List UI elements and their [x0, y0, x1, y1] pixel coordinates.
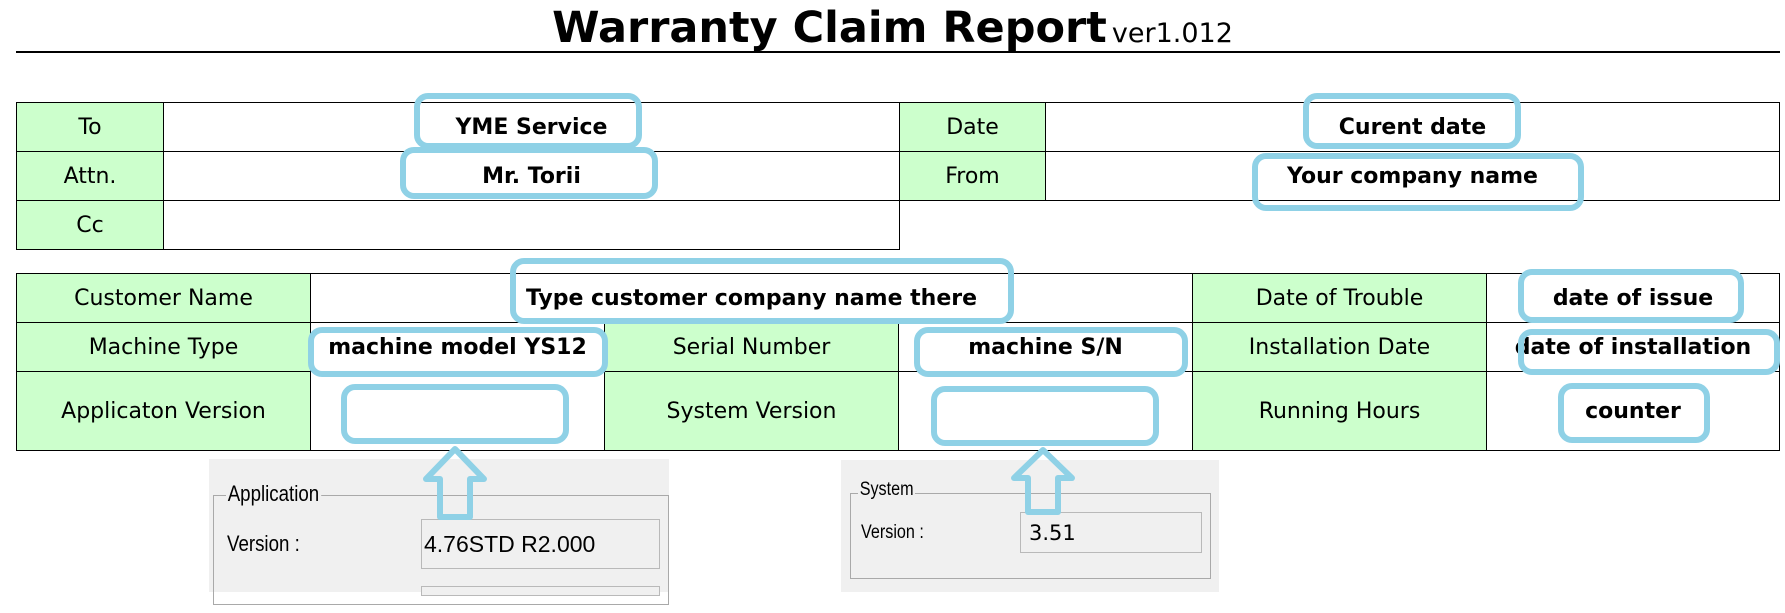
to-field[interactable]: YME Service	[163, 102, 900, 152]
system-version-label: System Version	[604, 371, 899, 451]
system-version-value: 3.51	[1020, 512, 1202, 553]
installation-date-field[interactable]: date of installation	[1486, 322, 1780, 372]
machine-type-label: Machine Type	[16, 322, 311, 372]
serial-number-label: Serial Number	[604, 322, 899, 372]
to-label: To	[16, 102, 164, 152]
application-version-label: Applicaton Version	[16, 371, 311, 451]
application-arrow-icon	[423, 446, 487, 520]
date-field[interactable]: Curent date	[1045, 102, 1780, 152]
from-field[interactable]: Your company name	[1045, 151, 1780, 201]
application-version-field[interactable]	[310, 371, 605, 451]
date-of-trouble-label: Date of Trouble	[1192, 273, 1487, 323]
application-version-label: Version :	[227, 531, 300, 556]
attn-label: Attn.	[16, 151, 164, 201]
customer-name-label: Customer Name	[16, 273, 311, 323]
application-next-field	[421, 586, 660, 596]
system-group-label: System	[858, 479, 916, 501]
system-arrow-icon	[1011, 447, 1075, 515]
application-version-snippet: Application Version : 4.76STD R2.000	[209, 459, 669, 605]
report-title: Warranty Claim Report ver1.012	[0, 2, 1785, 53]
application-version-value: 4.76STD R2.000	[421, 519, 660, 569]
machine-type-field[interactable]: machine model YS12	[310, 322, 605, 372]
report-version: ver1.012	[1111, 18, 1233, 49]
title-underline	[16, 51, 1780, 53]
running-hours-field[interactable]: counter	[1486, 371, 1780, 451]
installation-date-label: Installation Date	[1192, 322, 1487, 372]
serial-number-field[interactable]: machine S/N	[898, 322, 1193, 372]
report-title-text: Warranty Claim Report	[552, 3, 1107, 53]
cc-field[interactable]	[163, 200, 900, 250]
date-of-trouble-field[interactable]: date of issue	[1486, 273, 1780, 323]
cc-label: Cc	[16, 200, 164, 250]
application-group-label: Application	[226, 481, 321, 507]
running-hours-label: Running Hours	[1192, 371, 1487, 451]
attn-field[interactable]: Mr. Torii	[163, 151, 900, 201]
from-label: From	[899, 151, 1046, 201]
system-version-field[interactable]	[898, 371, 1193, 451]
customer-name-field[interactable]: Type customer company name there	[310, 273, 1193, 323]
date-label: Date	[899, 102, 1046, 152]
system-version-label: Version :	[861, 522, 924, 543]
